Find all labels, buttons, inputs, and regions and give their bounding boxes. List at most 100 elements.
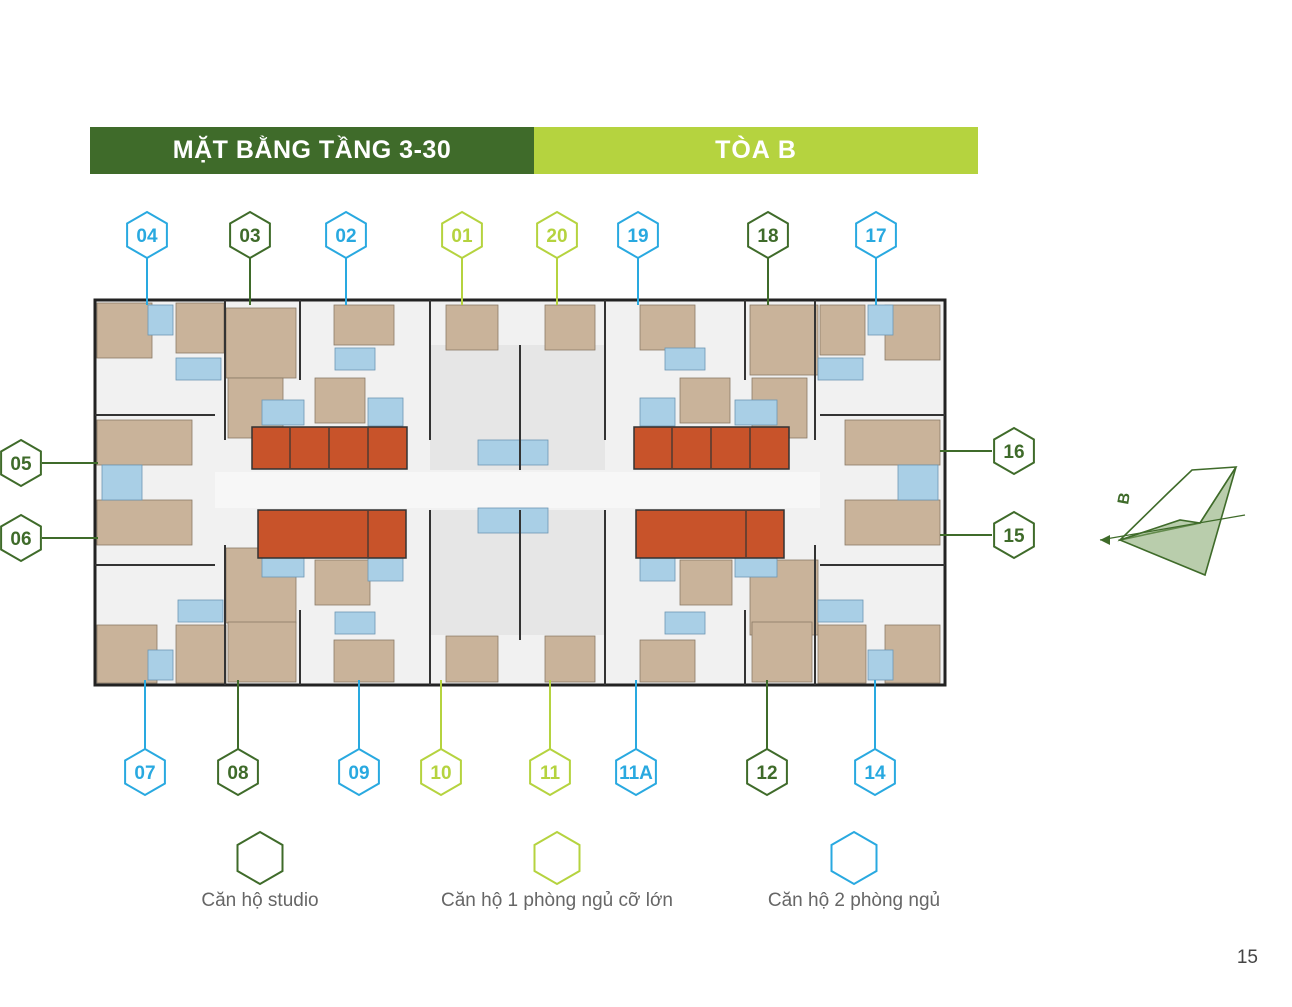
legend-hexagon-two_bed bbox=[830, 830, 878, 886]
unit-05-badge-hexagon bbox=[0, 438, 42, 488]
unit-04-badge-label: 04 bbox=[136, 226, 158, 247]
unit-09-badge-hexagon bbox=[338, 747, 380, 797]
room-block bbox=[225, 307, 297, 379]
exterior-wall bbox=[93, 298, 947, 687]
bathroom-block bbox=[101, 464, 143, 501]
bathroom-block bbox=[664, 611, 706, 635]
bathroom-block bbox=[334, 611, 376, 635]
room-block bbox=[749, 304, 819, 376]
room-block bbox=[884, 304, 941, 361]
bathroom-block bbox=[734, 399, 778, 426]
compass-arrow-icon bbox=[1100, 535, 1110, 545]
bathroom-block bbox=[147, 304, 174, 336]
unit-20-badge-label: 20 bbox=[546, 226, 567, 247]
room-block bbox=[445, 635, 499, 683]
bathroom-block bbox=[817, 357, 864, 381]
floor-plan-title: MẶT BẰNG TẦNG 3-30 bbox=[90, 127, 534, 174]
bathroom-block bbox=[261, 399, 305, 426]
room-block bbox=[314, 559, 371, 606]
room-block bbox=[844, 419, 941, 466]
room-block bbox=[445, 304, 499, 351]
unit-10-badge-hexagon bbox=[420, 747, 462, 797]
bathroom-block bbox=[867, 649, 894, 681]
unit-11-badge-hexagon bbox=[529, 747, 571, 797]
unit-08-badge-label: 08 bbox=[227, 763, 248, 784]
unit-02-badge-label: 02 bbox=[335, 226, 356, 247]
unit-03-badge-label: 03 bbox=[239, 226, 260, 247]
room-block bbox=[175, 624, 227, 684]
unit-07-badge-hexagon bbox=[124, 747, 166, 797]
room-block bbox=[96, 419, 193, 466]
stair-core-right-bottom bbox=[635, 509, 785, 559]
room-block bbox=[544, 635, 596, 683]
bathroom-block bbox=[639, 397, 676, 427]
bathroom-block bbox=[664, 347, 706, 371]
stair-core-left-bottom bbox=[257, 509, 407, 559]
unit-12-badge-hexagon bbox=[746, 747, 788, 797]
unit-19-badge-hexagon bbox=[617, 210, 659, 260]
unit-06-badge-label: 06 bbox=[10, 529, 31, 550]
room-block bbox=[96, 499, 193, 546]
unit-14-badge-hexagon bbox=[854, 747, 896, 797]
bathroom-block bbox=[477, 439, 549, 466]
room-block bbox=[844, 499, 941, 546]
bathroom-block bbox=[367, 397, 404, 427]
room-block bbox=[639, 639, 696, 683]
unit-11-badge-label: 11 bbox=[540, 763, 561, 784]
unit-16-badge-label: 16 bbox=[1003, 442, 1024, 463]
room-block bbox=[227, 621, 297, 683]
main-corridor bbox=[215, 472, 820, 508]
compass-needle bbox=[1117, 466, 1237, 577]
room-block bbox=[884, 624, 941, 684]
bathroom-block bbox=[867, 304, 894, 336]
bathroom-block bbox=[147, 649, 174, 681]
unit-10-badge-label: 10 bbox=[430, 763, 451, 784]
unit-15-badge-hexagon bbox=[993, 510, 1035, 560]
unit-07-badge-label: 07 bbox=[134, 763, 155, 784]
unit-01-badge-label: 01 bbox=[451, 226, 473, 247]
room-block bbox=[639, 304, 696, 351]
room-block bbox=[819, 304, 866, 356]
room-block bbox=[175, 302, 225, 354]
building-title: TÒA B bbox=[534, 127, 978, 174]
unit-11A-badge-hexagon bbox=[615, 747, 657, 797]
unit-05-badge-label: 05 bbox=[10, 454, 32, 475]
unit-02-badge-hexagon bbox=[325, 210, 367, 260]
unit-11A-badge-label: 11A bbox=[619, 763, 653, 784]
legend-label-two-bed: Căn hộ 2 phòng ngủ bbox=[767, 890, 941, 911]
bathroom-block bbox=[639, 555, 676, 582]
bathroom-block bbox=[817, 599, 864, 623]
unit-08-badge-hexagon bbox=[217, 747, 259, 797]
bathroom-block bbox=[367, 555, 404, 582]
bathroom-block bbox=[175, 357, 222, 381]
room-block bbox=[817, 624, 867, 684]
room-block bbox=[751, 621, 813, 683]
room-block bbox=[679, 377, 731, 424]
room-block bbox=[679, 559, 733, 606]
bathroom-block bbox=[334, 347, 376, 371]
unit-19-badge-label: 19 bbox=[627, 226, 648, 247]
unit-03-badge-hexagon bbox=[229, 210, 271, 260]
compass-axis bbox=[1099, 514, 1246, 541]
compass-label: B bbox=[1115, 491, 1134, 505]
unit-17-badge-label: 17 bbox=[865, 226, 886, 247]
unit-20-badge-hexagon bbox=[536, 210, 578, 260]
room-block bbox=[333, 304, 395, 346]
room-block bbox=[333, 639, 395, 683]
unit-16-badge-hexagon bbox=[993, 426, 1035, 476]
legend-label-studio: Căn hộ studio bbox=[201, 890, 319, 911]
unit-15-badge-label: 15 bbox=[1003, 526, 1025, 547]
unit-04-badge-hexagon bbox=[126, 210, 168, 260]
room-block bbox=[544, 304, 596, 351]
unit-14-badge-label: 14 bbox=[864, 763, 886, 784]
unit-01-badge-hexagon bbox=[441, 210, 483, 260]
unit-18-badge-label: 18 bbox=[757, 226, 778, 247]
unit-06-badge-hexagon bbox=[0, 513, 42, 563]
unit-17-badge-hexagon bbox=[855, 210, 897, 260]
bathroom-block bbox=[897, 464, 939, 501]
unit-18-badge-hexagon bbox=[747, 210, 789, 260]
legend-hexagon-studio bbox=[236, 830, 284, 886]
unit-12-badge-label: 12 bbox=[756, 763, 777, 784]
room-block bbox=[96, 302, 153, 359]
